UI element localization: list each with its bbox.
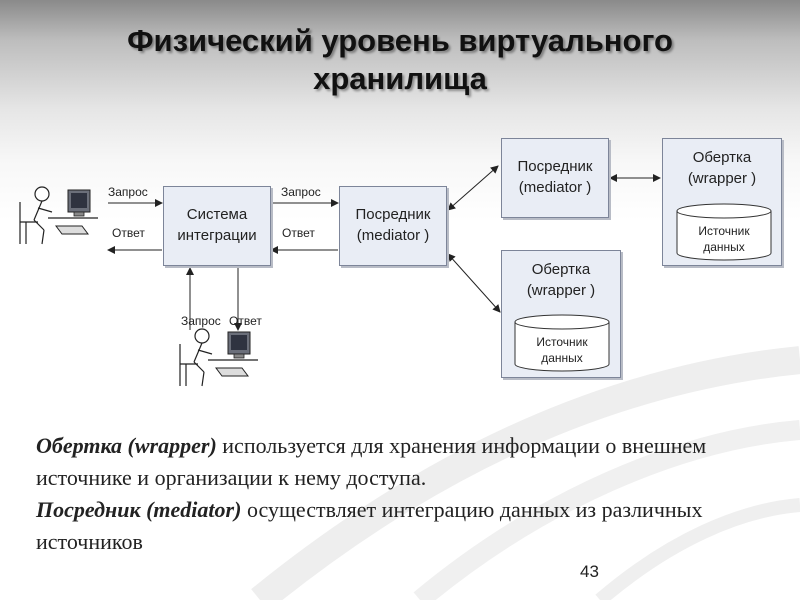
mediator-top-line1: Посредник (517, 158, 593, 175)
arrow-mediator-mediator (447, 165, 499, 211)
label-request-mid: Запрос (281, 185, 321, 199)
data-source-cylinder-top: Источник данных (676, 203, 772, 261)
wrapper-bottom-line2: (wrapper ) (526, 282, 596, 299)
database-icon (514, 314, 610, 372)
title-line-2: хранилища (313, 61, 487, 96)
label-request-bottom: Запрос (181, 314, 221, 328)
mediator-center-line1: Посредник (355, 206, 431, 223)
slide-title: Физический уровень виртуального хранилищ… (0, 22, 800, 98)
label-response-left: Ответ (112, 226, 145, 240)
label-request-left: Запрос (108, 185, 148, 199)
label-response-mid: Ответ (282, 226, 315, 240)
source-top-line2: данных (703, 240, 745, 254)
source-top-line1: Источник (698, 224, 750, 238)
user-at-computer-icon (19, 186, 98, 245)
mediator-center-line2: (mediator ) (356, 227, 430, 244)
source-bottom-line1: Источник (536, 335, 588, 349)
wrapper-bottom-line1: Обертка (531, 261, 591, 278)
wrapper-top-line1: Обертка (692, 149, 752, 166)
user-at-computer-icon (179, 328, 258, 387)
wrapper-top-line2: (wrapper ) (687, 170, 757, 187)
mediator-box-center: Посредник (mediator ) (339, 186, 447, 266)
database-icon (676, 203, 772, 261)
source-bottom-line2: данных (541, 351, 583, 365)
page-number: 43 (580, 562, 599, 581)
integration-box-line1: Система (186, 206, 248, 223)
label-response-bottom: Ответ (229, 314, 262, 328)
mediator-term: Посредник (mediator) (36, 497, 242, 522)
mediator-box-top: Посредник (mediator ) (501, 138, 609, 218)
title-line-1: Физический уровень виртуального (127, 23, 673, 58)
arrow-mediator-wrapper-bottom (447, 253, 501, 313)
wrapper-term: Обертка (wrapper) (36, 433, 217, 458)
description-text: Обертка (wrapper) используется для хране… (36, 430, 766, 558)
integration-box-line2: интеграции (177, 227, 257, 244)
data-source-cylinder-bottom: Источник данных (514, 314, 610, 372)
integration-system-box: Система интеграции (163, 186, 271, 266)
mediator-definition: осуществляет интеграцию данных из различ… (36, 497, 703, 554)
wrapper-definition: используется для хранения информации о в… (36, 433, 707, 490)
mediator-top-line2: (mediator ) (518, 179, 592, 196)
